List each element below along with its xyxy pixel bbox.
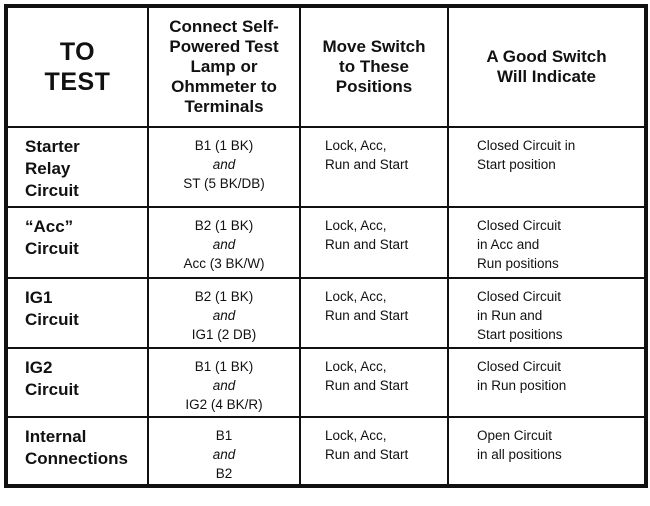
positions-cell: Lock, Acc, Run and Start — [299, 126, 449, 208]
terminals-cell: B2 (1 BK) and Acc (3 BK/W) — [147, 206, 301, 279]
positions-cell: Lock, Acc, Run and Start — [299, 347, 449, 418]
table-row: Starter Relay Circuit B1 (1 BK) and ST (… — [5, 126, 647, 208]
terminals-cell: B1 and B2 — [147, 416, 301, 487]
test-cell: IG1 Circuit — [5, 277, 149, 349]
ignition-switch-test-chart: TO TEST Connect Self- Powered Test Lamp … — [4, 4, 648, 488]
header-row: TO TEST Connect Self- Powered Test Lamp … — [5, 5, 647, 128]
indication-cell: Closed Circuit in Run position — [447, 347, 647, 418]
terminals-cell: B2 (1 BK) and IG1 (2 DB) — [147, 277, 301, 349]
indication-cell: Open Circuit in all positions — [447, 416, 647, 487]
table-row: “Acc” Circuit B2 (1 BK) and Acc (3 BK/W)… — [5, 206, 647, 279]
table-row: IG2 Circuit B1 (1 BK) and IG2 (4 BK/R) L… — [5, 347, 647, 418]
indication-cell: Closed Circuit in Run and Start position… — [447, 277, 647, 349]
test-cell: Starter Relay Circuit — [5, 126, 149, 208]
header-switch-positions: Move Switch to These Positions — [299, 5, 449, 128]
terminals-cell: B1 (1 BK) and ST (5 BK/DB) — [147, 126, 301, 208]
test-cell: “Acc” Circuit — [5, 206, 149, 279]
indication-cell: Closed Circuit in Acc and Run positions — [447, 206, 647, 279]
header-to-test: TO TEST — [5, 5, 149, 128]
table-row: Internal Connections B1 and B2 Lock, Acc… — [5, 416, 647, 487]
header-good-switch-indication: A Good Switch Will Indicate — [447, 5, 647, 128]
test-cell: Internal Connections — [5, 416, 149, 487]
switch-test-table: TO TEST Connect Self- Powered Test Lamp … — [4, 4, 648, 488]
terminals-cell: B1 (1 BK) and IG2 (4 BK/R) — [147, 347, 301, 418]
positions-cell: Lock, Acc, Run and Start — [299, 277, 449, 349]
test-cell: IG2 Circuit — [5, 347, 149, 418]
indication-cell: Closed Circuit in Start position — [447, 126, 647, 208]
header-connect-terminals: Connect Self- Powered Test Lamp or Ohmme… — [147, 5, 301, 128]
positions-cell: Lock, Acc, Run and Start — [299, 416, 449, 487]
positions-cell: Lock, Acc, Run and Start — [299, 206, 449, 279]
table-row: IG1 Circuit B2 (1 BK) and IG1 (2 DB) Loc… — [5, 277, 647, 349]
